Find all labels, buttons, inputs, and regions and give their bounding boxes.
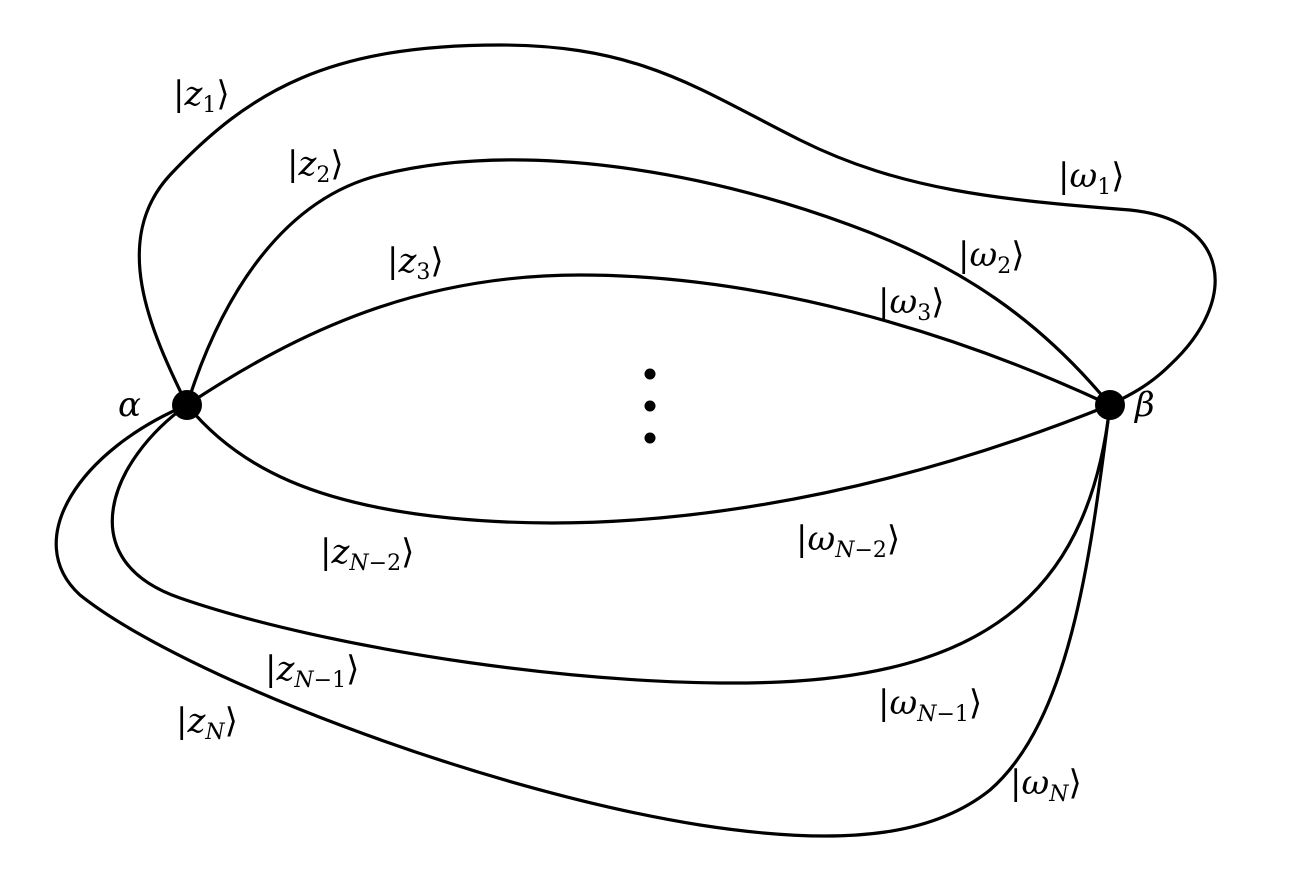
label-omega-n-2: |ωN−2⟩	[796, 519, 900, 563]
edge-curve-n-1	[110, 403, 1112, 685]
edge-curve-n-2	[185, 403, 1112, 525]
label-z-n: |zN⟩	[176, 701, 238, 745]
node-alpha	[172, 390, 202, 420]
label-z-1: |z1⟩	[173, 74, 230, 118]
label-omega-n: |ωN⟩	[1010, 763, 1082, 807]
edge-curve-1	[137, 43, 1217, 407]
node-beta-label: β	[1133, 385, 1155, 425]
label-omega-1: |ω1⟩	[1058, 156, 1124, 200]
label-z-2: |z2⟩	[287, 144, 344, 188]
label-z-n-1: |zN−1⟩	[265, 649, 359, 693]
node-beta	[1095, 390, 1125, 420]
label-omega-n-1: |ωN−1⟩	[878, 683, 982, 727]
label-z-3: |z3⟩	[387, 241, 444, 285]
label-omega-2: |ω2⟩	[958, 235, 1024, 279]
edge-curve-3	[185, 273, 1112, 407]
edge-curve-2	[185, 158, 1112, 407]
label-z-n-2: |zN−2⟩	[320, 532, 414, 576]
label-omega-3: |ω3⟩	[878, 282, 944, 326]
node-alpha-label: α	[118, 385, 141, 425]
vertical-ellipsis	[644, 368, 656, 444]
edge-curve-n	[54, 403, 1112, 838]
